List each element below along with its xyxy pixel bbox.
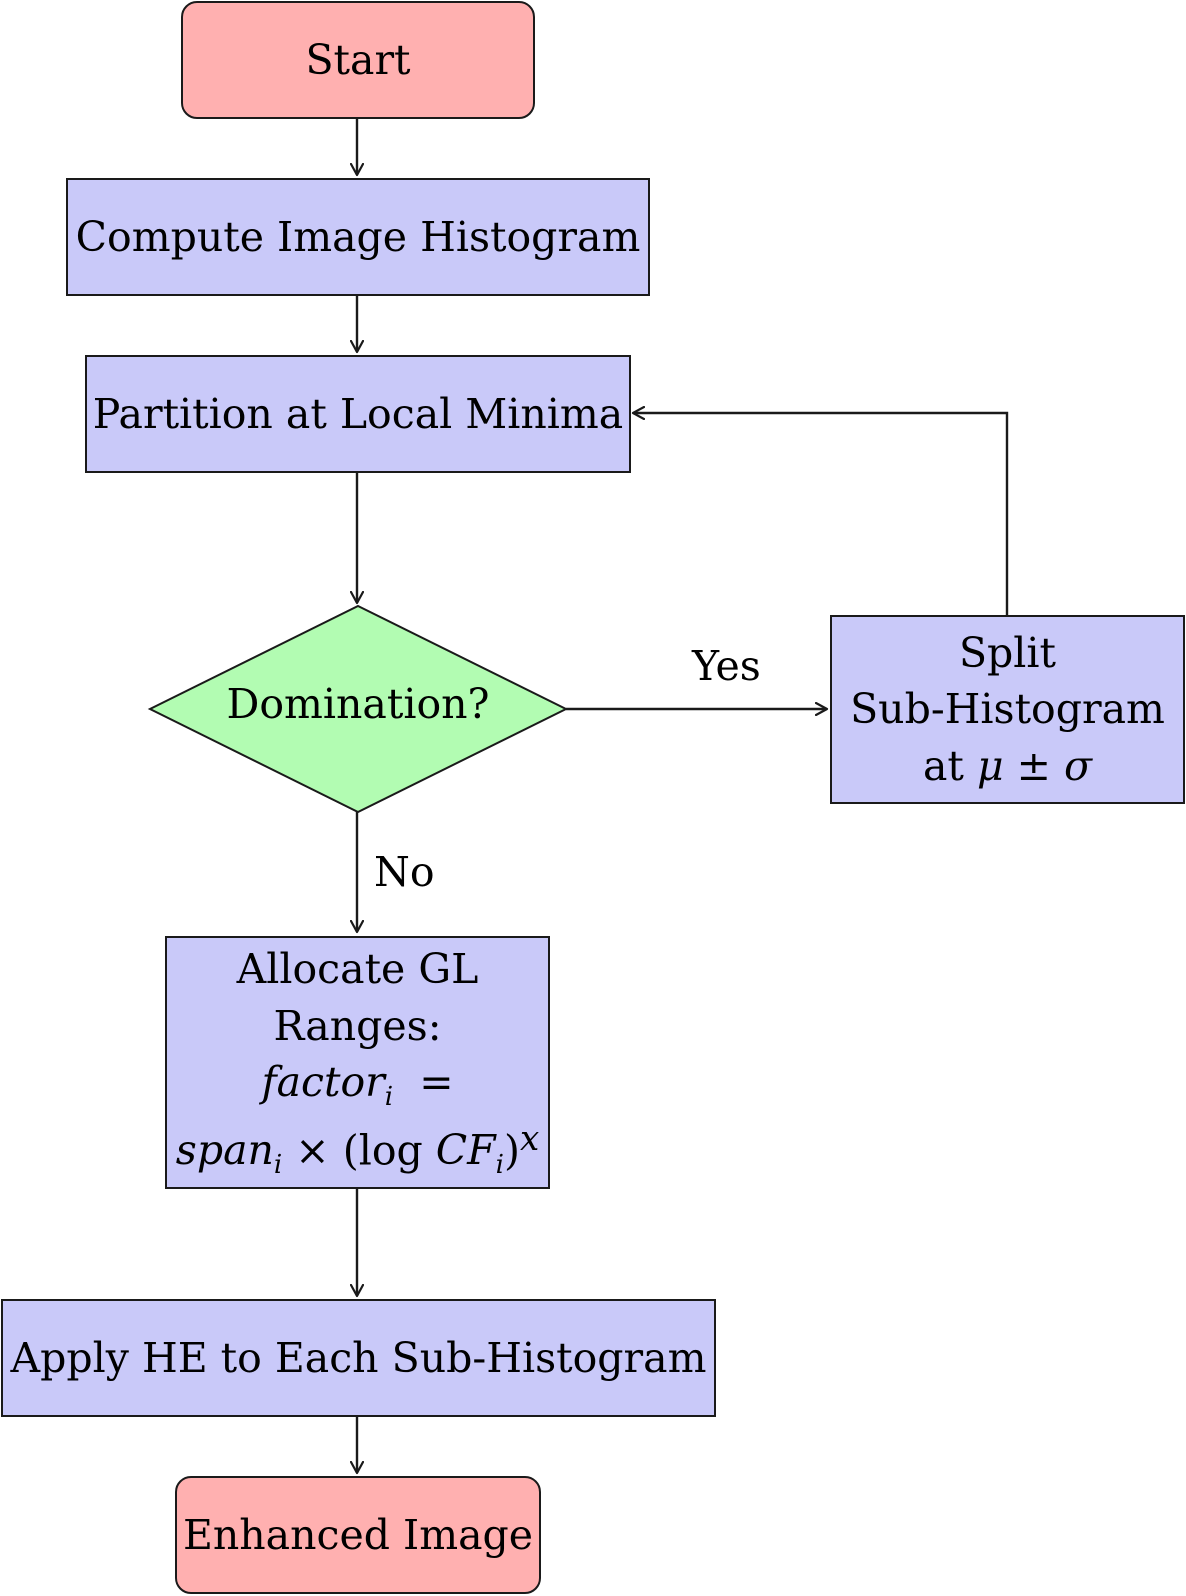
split-line1: Split (958, 628, 1057, 677)
split-line3: at μ ± σ (923, 738, 1092, 795)
allocate-node: Allocate GL Ranges: factori = spani × (l… (165, 936, 550, 1189)
formula-factor: factor (261, 1058, 385, 1107)
allocate-formula-rhs: spani × (log CFi)x (176, 1116, 539, 1184)
formula-close-paren: ) (503, 1126, 520, 1175)
split-line2: Sub-Histogram (850, 685, 1165, 734)
apply-he-node: Apply HE to Each Sub-Histogram (1, 1299, 716, 1417)
formula-span-sub: i (273, 1150, 283, 1181)
formula-exponent: x (519, 1118, 540, 1159)
split-line3-prefix: at (922, 741, 964, 790)
formula-times: × (295, 1126, 330, 1175)
partition-node: Partition at Local Minima (85, 355, 631, 473)
partition-label: Partition at Local Minima (92, 389, 624, 438)
allocate-formula-lhs: factori = (261, 1054, 453, 1116)
split-node: Split Sub-Histogram at μ ± σ (830, 615, 1185, 804)
decision-label: Domination? (150, 680, 566, 728)
end-node: Enhanced Image (175, 1476, 541, 1594)
end-label: Enhanced Image (182, 1510, 534, 1559)
formula-log: log (358, 1126, 423, 1175)
formula-equals: = (419, 1058, 454, 1107)
compute-histogram-node: Compute Image Histogram (66, 178, 650, 296)
arrow-split-to-partition (633, 413, 1009, 615)
formula-span: span (175, 1126, 274, 1175)
formula-factor-sub: i (384, 1082, 394, 1113)
start-label: Start (305, 35, 411, 84)
apply-he-label: Apply HE to Each Sub-Histogram (10, 1333, 707, 1382)
formula-cf-sub: i (495, 1150, 504, 1181)
start-node: Start (181, 1, 535, 119)
allocate-line1: Allocate GL (236, 945, 479, 994)
allocate-line2: Ranges: (273, 1001, 442, 1050)
compute-histogram-label: Compute Image Histogram (75, 212, 641, 261)
formula-cf: CF (435, 1126, 496, 1175)
formula-open-paren: ( (342, 1126, 359, 1175)
yes-label: Yes (692, 642, 761, 690)
decision-text: Domination? (226, 680, 490, 728)
split-line3-math: μ ± σ (976, 741, 1093, 790)
no-label: No (374, 848, 435, 896)
